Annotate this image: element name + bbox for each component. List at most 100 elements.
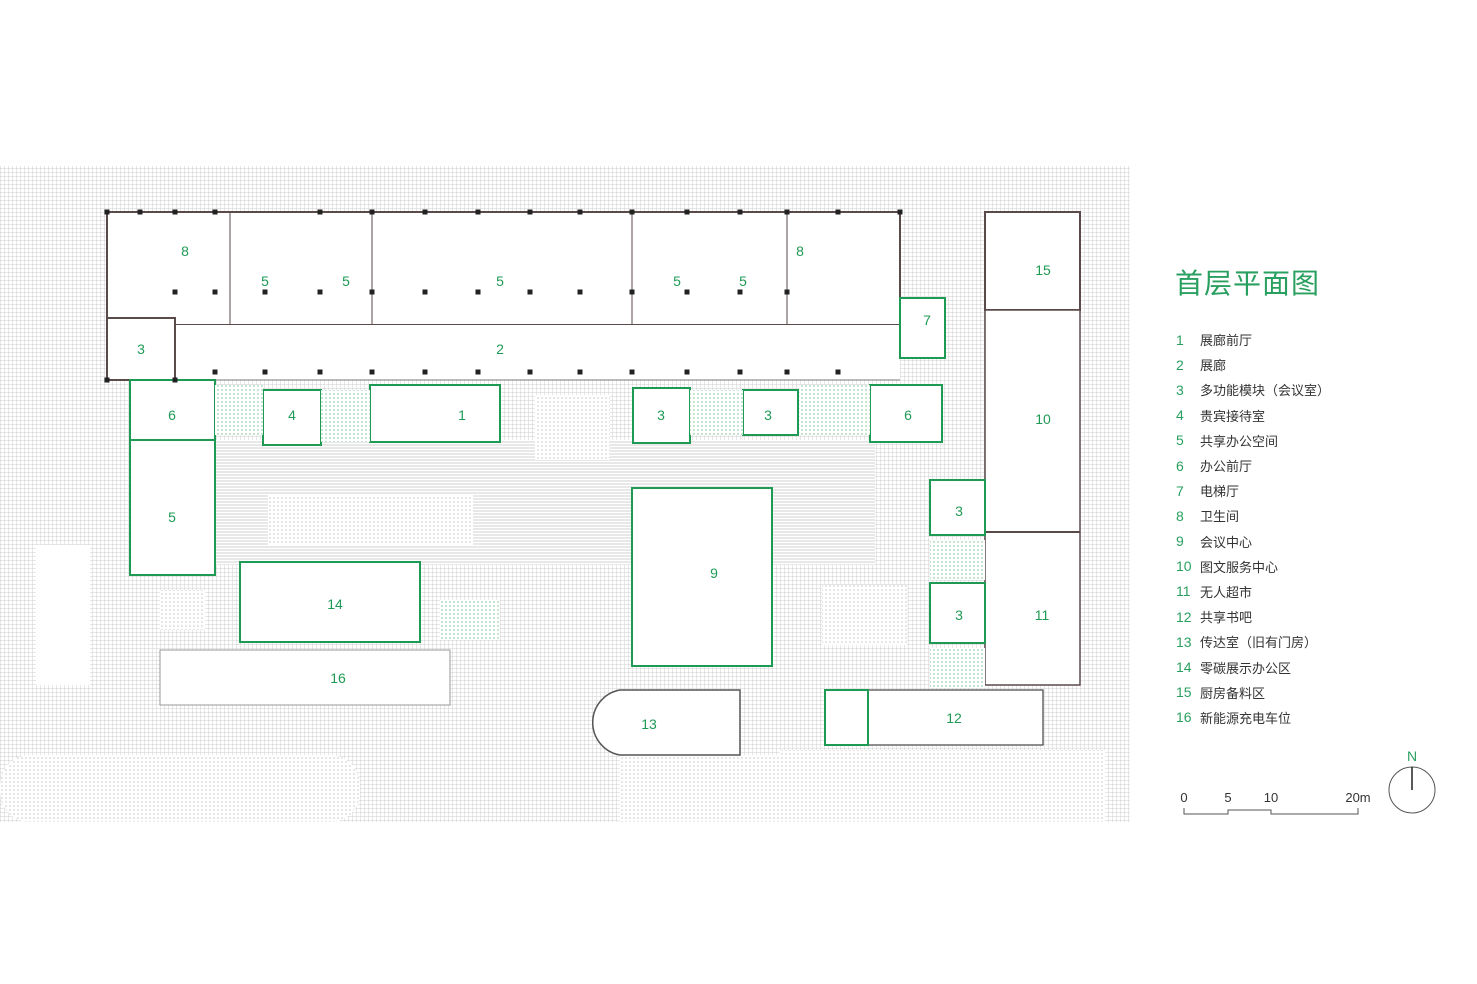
column <box>577 289 583 295</box>
column <box>172 377 178 383</box>
legend-item: 3 多功能模块（会议室） <box>1176 377 1330 402</box>
scale-bar: 0 5 10 20m <box>1176 790 1376 820</box>
legend-number: 5 <box>1176 432 1184 449</box>
column <box>422 209 428 215</box>
parking-stalls <box>159 649 451 706</box>
column <box>629 209 635 215</box>
room-label: 10 <box>1035 411 1051 427</box>
room-label: 3 <box>955 503 963 519</box>
room-label: 5 <box>673 273 681 289</box>
legend-item: 8 卫生间 <box>1176 503 1330 528</box>
legend-item: 5 共享办公空间 <box>1176 428 1330 453</box>
column <box>629 369 635 375</box>
room-label: 3 <box>137 341 145 357</box>
column <box>212 369 218 375</box>
room-label: 8 <box>181 243 189 259</box>
building-walls <box>106 211 1081 686</box>
column <box>527 289 533 295</box>
room-label: 5 <box>342 273 350 289</box>
room-label: 5 <box>261 273 269 289</box>
room-label: 16 <box>330 670 346 686</box>
column <box>422 369 428 375</box>
legend-item: 12 共享书吧 <box>1176 604 1330 629</box>
legend-number: 9 <box>1176 533 1184 550</box>
room-label: 6 <box>168 407 176 423</box>
legend-label: 电梯厅 <box>1200 485 1240 501</box>
column <box>317 289 323 295</box>
column <box>737 209 743 215</box>
legend-number: 15 <box>1176 684 1192 701</box>
room-label: 15 <box>1035 262 1051 278</box>
legend-label: 共享书吧 <box>1200 611 1253 627</box>
room-label: 11 <box>1034 607 1050 623</box>
legend-item: 1 展廊前厅 <box>1176 327 1330 352</box>
legend-item: 15 厨房备料区 <box>1176 680 1330 705</box>
room-label: 3 <box>764 407 772 423</box>
column <box>475 369 481 375</box>
column <box>317 369 323 375</box>
legend-number: 14 <box>1176 659 1192 676</box>
legend-label: 图文服务中心 <box>1200 560 1279 576</box>
column <box>104 209 110 215</box>
room-label: 12 <box>946 710 962 726</box>
legend-number: 3 <box>1176 381 1184 398</box>
column <box>737 369 743 375</box>
room-label: 7 <box>923 312 931 328</box>
column <box>262 369 268 375</box>
room-label: 8 <box>796 243 804 259</box>
legend-label: 厨房备料区 <box>1200 686 1266 702</box>
room-label: 3 <box>955 607 963 623</box>
legend-label: 新能源充电车位 <box>1200 711 1292 727</box>
room-label: 1 <box>458 407 466 423</box>
scale-bar-line <box>1183 808 1359 815</box>
column <box>137 209 143 215</box>
legend-number: 13 <box>1176 633 1192 650</box>
structural-columns <box>104 209 903 383</box>
legend-number: 2 <box>1176 356 1184 373</box>
room-label: 4 <box>288 407 296 423</box>
column <box>835 369 841 375</box>
column <box>369 209 375 215</box>
legend-label: 共享办公空间 <box>1200 434 1279 450</box>
column <box>317 209 323 215</box>
legend-number: 12 <box>1176 608 1192 625</box>
column <box>422 289 428 295</box>
column <box>527 209 533 215</box>
room-label: 13 <box>641 716 657 732</box>
room-label: 3 <box>657 407 665 423</box>
legend-label: 无人超市 <box>1200 585 1253 601</box>
legend-item: 9 会议中心 <box>1176 529 1330 554</box>
scale-tick-label: 10 <box>1263 790 1279 805</box>
legend-label: 展廊前厅 <box>1200 334 1253 350</box>
scale-tick-label: 5 <box>1224 790 1232 805</box>
column <box>737 289 743 295</box>
column <box>835 209 841 215</box>
room-label: 5 <box>168 509 176 525</box>
column <box>897 209 903 215</box>
legend-number: 8 <box>1176 507 1184 524</box>
legend-number: 1 <box>1176 331 1184 348</box>
legend-number: 6 <box>1176 457 1184 474</box>
legend-label: 会议中心 <box>1200 535 1253 551</box>
compass-icon <box>1388 766 1436 814</box>
room-label: 5 <box>496 273 504 289</box>
column <box>475 289 481 295</box>
scale-tick-label: 20m <box>1345 790 1371 805</box>
legend-label: 多功能模块（会议室） <box>1200 384 1331 400</box>
column <box>684 289 690 295</box>
plan-title: 首层平面图 <box>1175 267 1321 300</box>
courtyard-planters <box>215 385 985 688</box>
column <box>369 369 375 375</box>
column <box>684 369 690 375</box>
column <box>577 369 583 375</box>
north-label: N <box>1407 748 1418 764</box>
legend-label: 卫生间 <box>1200 510 1240 526</box>
room-label: 5 <box>739 273 747 289</box>
